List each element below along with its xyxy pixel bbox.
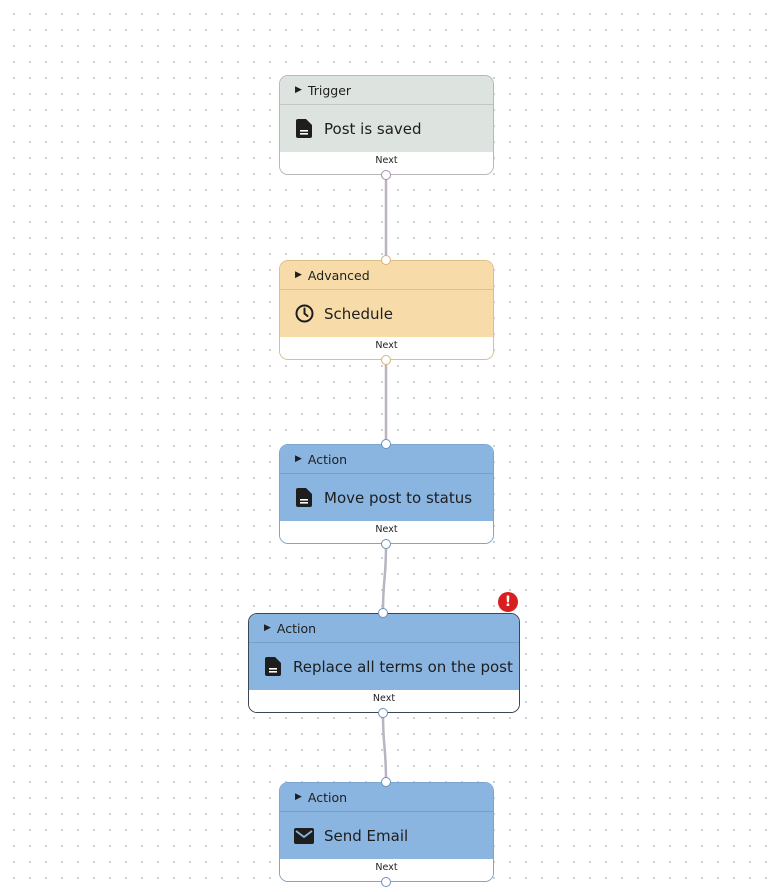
node-header[interactable]: ▶ Action: [249, 614, 519, 643]
document-icon: [263, 657, 283, 677]
node-footer: Next: [280, 521, 493, 543]
expand-caret-icon[interactable]: ▶: [295, 85, 302, 95]
node-title: Move post to status: [324, 488, 473, 507]
node-body: Schedule: [280, 290, 493, 337]
node-title: Replace all terms on the post: [293, 657, 513, 676]
edge-replace-to-email[interactable]: [381, 713, 388, 782]
node-body: Replace all terms on the post: [249, 643, 519, 690]
output-handle[interactable]: [381, 539, 391, 549]
node-footer: Next: [280, 152, 493, 174]
node-trigger[interactable]: ▶ Trigger Post is saved Next: [279, 75, 494, 180]
node-header[interactable]: ▶ Advanced: [280, 261, 493, 290]
error-icon[interactable]: !: [498, 592, 518, 612]
document-icon: [294, 119, 314, 139]
input-handle[interactable]: [378, 608, 388, 618]
input-handle[interactable]: [381, 439, 391, 449]
node-category: Action: [307, 789, 348, 805]
node-header[interactable]: ▶ Action: [280, 445, 493, 474]
node-category: Action: [307, 451, 348, 467]
edge-move-to-replace[interactable]: [381, 544, 388, 613]
output-handle[interactable]: [381, 170, 391, 180]
output-handle[interactable]: [381, 355, 391, 365]
node-category: Advanced: [307, 267, 370, 283]
node-title: Send Email: [324, 826, 409, 845]
node-category: Trigger: [307, 82, 352, 98]
expand-caret-icon[interactable]: ▶: [295, 454, 302, 464]
node-title: Schedule: [324, 304, 393, 323]
expand-caret-icon[interactable]: ▶: [295, 270, 302, 280]
node-footer: Next: [249, 690, 519, 712]
clock-icon: [294, 304, 314, 324]
node-header[interactable]: ▶ Trigger: [280, 76, 493, 105]
node-header[interactable]: ▶ Action: [280, 783, 493, 812]
node-footer: Next: [280, 337, 493, 359]
expand-caret-icon[interactable]: ▶: [295, 792, 302, 802]
input-handle[interactable]: [381, 777, 391, 787]
output-handle[interactable]: [381, 877, 391, 887]
expand-caret-icon[interactable]: ▶: [264, 623, 271, 633]
node-action-move-post[interactable]: ▶ Action Move post to status Next: [279, 439, 494, 549]
output-handle[interactable]: [378, 708, 388, 718]
node-body: Move post to status: [280, 474, 493, 521]
node-action-replace-terms[interactable]: ▶ Action Replace all terms on the post N…: [248, 592, 520, 718]
node-body: Post is saved: [280, 105, 493, 152]
node-advanced[interactable]: ▶ Advanced Schedule Next: [279, 255, 494, 365]
node-action-send-email[interactable]: ▶ Action Send Email Next: [279, 777, 494, 887]
document-icon: [294, 488, 314, 508]
node-body: Send Email: [280, 812, 493, 859]
node-footer: Next: [280, 859, 493, 881]
input-handle[interactable]: [381, 255, 391, 265]
node-title: Post is saved: [324, 119, 422, 138]
mail-icon: [294, 826, 314, 846]
node-category: Action: [276, 620, 317, 636]
